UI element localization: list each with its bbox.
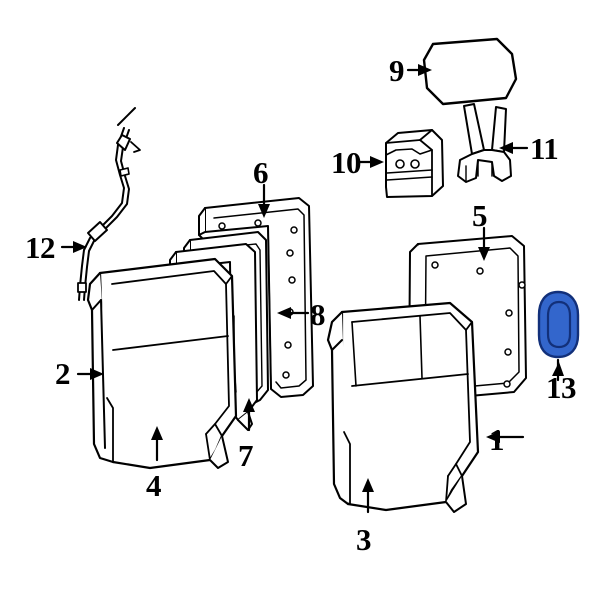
- callout-label-4: 4: [146, 468, 162, 503]
- callout-label-9: 9: [389, 53, 405, 88]
- callout-label-7: 7: [238, 438, 254, 473]
- part-head-restraint-guide: [385, 129, 444, 198]
- callout-label-11: 11: [530, 131, 559, 166]
- callout-label-2: 2: [55, 356, 71, 391]
- part-seat-back-release-bezel: [537, 290, 580, 359]
- callout-label-3: 3: [356, 522, 372, 557]
- callout-label-5: 5: [472, 198, 488, 233]
- part-head-restraint: [422, 37, 518, 106]
- callout-label-8: 8: [310, 297, 326, 332]
- callout-label-1: 1: [489, 422, 505, 457]
- part-head-restraint-post-frame: [457, 103, 512, 183]
- callout-label-12: 12: [25, 230, 56, 265]
- callout-label-13: 13: [546, 370, 577, 405]
- callout-label-10: 10: [331, 145, 362, 180]
- part-seat-back-left-assembly: [86, 257, 238, 470]
- part-seat-back-right-assembly: [326, 301, 480, 513]
- callout-leader-lines: [60, 64, 564, 514]
- part-seat-release-cable: [77, 107, 141, 301]
- callout-label-6: 6: [253, 155, 269, 190]
